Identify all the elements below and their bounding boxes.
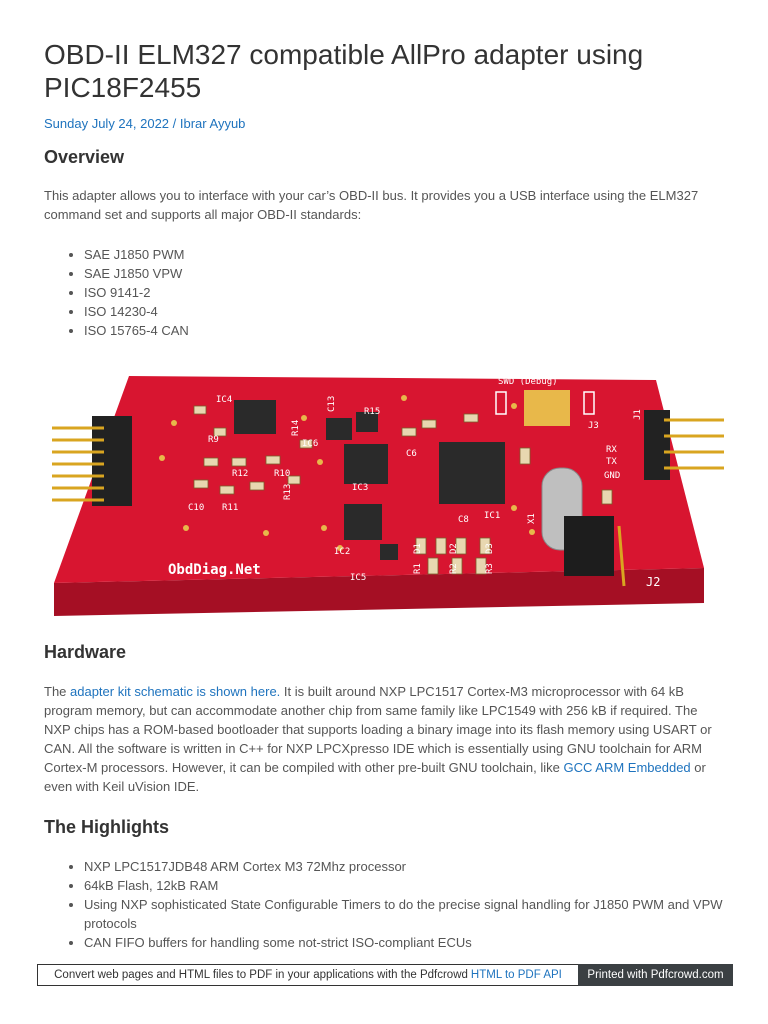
ic1-mcu-chip — [439, 442, 505, 504]
highlights-list: NXP LPC1517JDB48 ARM Cortex M3 72Mhz pro… — [44, 857, 724, 952]
r14-label: R14 — [291, 420, 301, 436]
footer-text: Convert web pages and HTML files to PDF … — [54, 969, 468, 981]
jumper-pin — [617, 525, 626, 587]
d2-label: D2 — [449, 543, 459, 554]
vias — [159, 395, 535, 551]
ic3-chip — [344, 444, 388, 484]
left-pin-header — [52, 416, 132, 506]
pdfcrowd-footer: Convert web pages and HTML files to PDF … — [37, 964, 733, 986]
gcc-arm-embedded-link[interactable]: GCC ARM Embedded — [563, 760, 691, 775]
hardware-text-start: The — [44, 684, 71, 699]
r11-label: R11 — [222, 503, 238, 513]
c6-label: C6 — [406, 449, 417, 459]
chip-small — [356, 412, 378, 432]
meta-separator: / — [169, 116, 180, 131]
ic4-label: IC4 — [216, 395, 232, 405]
post-meta: Sunday July 24, 2022 / Ibrar Ayyub — [44, 116, 245, 131]
author-link[interactable]: Ibrar Ayyub — [179, 116, 246, 131]
tx-label: TX — [606, 457, 617, 467]
pcb-edge — [54, 568, 704, 616]
list-item: 64kB Flash, 12kB RAM — [84, 876, 724, 895]
swd-pads — [495, 390, 595, 426]
r10-label: R10 — [274, 469, 290, 479]
list-item: ISO 9141-2 — [84, 283, 724, 302]
r13-label: R13 — [283, 484, 293, 500]
c13-label: C13 — [327, 396, 337, 412]
gnd-label: GND — [604, 471, 620, 481]
c10-label: C10 — [188, 503, 204, 513]
hardware-paragraph: The adapter kit schematic is shown here.… — [44, 682, 724, 796]
r2-label: R2 — [449, 563, 459, 574]
ic6-chip — [326, 418, 352, 440]
r1-label: R1 — [413, 563, 423, 574]
silkscreen-labels: SWD (Debug) J1 J3 RX TX GND J2 IC4 IC1 I… — [168, 377, 660, 589]
r9-label: R9 — [208, 435, 219, 445]
j1-label: J1 — [633, 409, 643, 420]
brand-label: ObdDiag.Net — [168, 562, 261, 578]
printed-with-pdfcrowd[interactable]: Printed with Pdfcrowd.com — [578, 964, 733, 986]
ic5-chip — [380, 544, 398, 560]
hardware-text-middle: It is built around NXP LPC1517 Cortex-M3… — [44, 684, 712, 775]
list-item: SAE J1850 VPW — [84, 264, 724, 283]
overview-paragraph: This adapter allows you to interface wit… — [44, 188, 699, 222]
pcb-render: SWD (Debug) J1 J3 RX TX GND J2 IC4 IC1 I… — [52, 376, 724, 616]
post-date-link[interactable]: Sunday July 24, 2022 — [44, 116, 170, 131]
html-to-pdf-api-link[interactable]: HTML to PDF API — [470, 969, 562, 981]
hardware-text-end: or even with Keil uVision IDE. — [44, 760, 706, 794]
schematic-link[interactable]: adapter kit schematic is shown here. — [70, 684, 281, 699]
swd-label: SWD (Debug) — [498, 377, 558, 387]
d3-label: D3 — [485, 543, 495, 554]
list-item: ISO 15765-4 CAN — [84, 321, 724, 340]
j2-label: J2 — [646, 575, 660, 589]
ic6-label: IC6 — [302, 439, 318, 449]
ic1-label: IC1 — [484, 511, 500, 521]
passive-components — [193, 405, 613, 575]
c8-label: C8 — [458, 515, 469, 525]
d1-label: D1 — [413, 543, 423, 554]
ic3-label: IC3 — [352, 483, 368, 493]
list-item: NXP LPC1517JDB48 ARM Cortex M3 72Mhz pro… — [84, 857, 724, 876]
j3-label: J3 — [588, 421, 599, 431]
overview-heading: Overview — [44, 147, 125, 167]
r3-label: R3 — [485, 563, 495, 574]
list-item: CAN FIFO buffers for handling some not-s… — [84, 933, 724, 952]
page-title: OBD-II ELM327 compatible AllPro adapter … — [44, 39, 644, 103]
list-item: SAE J1850 PWM — [84, 245, 724, 264]
hardware-heading: Hardware — [44, 642, 127, 662]
ic2-label: IC2 — [334, 547, 350, 557]
list-item: ISO 14230-4 — [84, 302, 724, 321]
pcb-board-image: SWD (Debug) J1 J3 RX TX GND J2 IC4 IC1 I… — [44, 358, 724, 620]
ic5-label: IC5 — [350, 573, 366, 583]
standards-list: SAE J1850 PWM SAE J1850 VPW ISO 9141-2 I… — [44, 245, 724, 340]
x1-label: X1 — [527, 513, 537, 524]
list-item: Using NXP sophisticated State Configurab… — [84, 895, 724, 933]
ic4-chip — [234, 400, 276, 434]
r15-label: R15 — [364, 407, 380, 417]
r12-label: R12 — [232, 469, 248, 479]
footer-left: Convert web pages and HTML files to PDF … — [37, 964, 578, 986]
jumper-j2 — [564, 516, 614, 576]
highlights-heading: The Highlights — [44, 817, 169, 837]
ic2-chip — [344, 504, 382, 540]
right-pin-header — [644, 410, 724, 480]
rx-label: RX — [606, 445, 617, 455]
